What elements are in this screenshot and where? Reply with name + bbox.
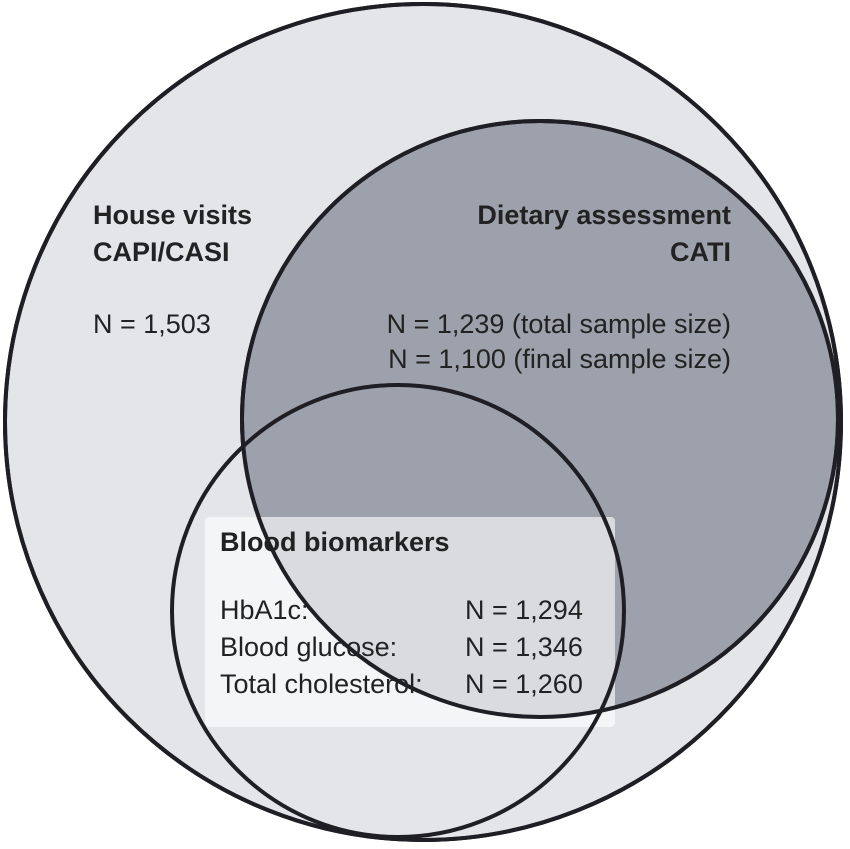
house-visits-title-line2: CAPI/CASI	[93, 237, 230, 267]
dietary-assessment-count-total: N = 1,239 (total sample size)	[387, 309, 731, 339]
blood-biomarkers-box	[205, 517, 615, 727]
dietary-assessment-title-line1: Dietary assessment	[477, 200, 731, 230]
biomarker-value-glucose: N = 1,346	[465, 632, 583, 662]
dietary-assessment-count-final: N = 1,100 (final sample size)	[388, 344, 731, 374]
blood-biomarkers-title: Blood biomarkers	[220, 527, 450, 557]
biomarker-label-glucose: Blood glucose:	[220, 632, 397, 662]
biomarker-value-cholesterol: N = 1,260	[465, 669, 583, 699]
blood-biomarkers-outline	[170, 383, 626, 839]
dietary-assessment-title-line2: CATI	[670, 237, 731, 267]
biomarker-value-hba1c: N = 1,294	[465, 595, 583, 625]
house-visits-count: N = 1,503	[93, 309, 211, 339]
biomarker-label-hba1c: HbA1c:	[220, 595, 309, 625]
house-visits-title-line1: House visits	[93, 200, 252, 230]
dietary-assessment-outline	[240, 119, 840, 719]
biomarker-label-cholesterol: Total cholesterol:	[220, 669, 423, 699]
house-visits-outline	[3, 2, 843, 842]
